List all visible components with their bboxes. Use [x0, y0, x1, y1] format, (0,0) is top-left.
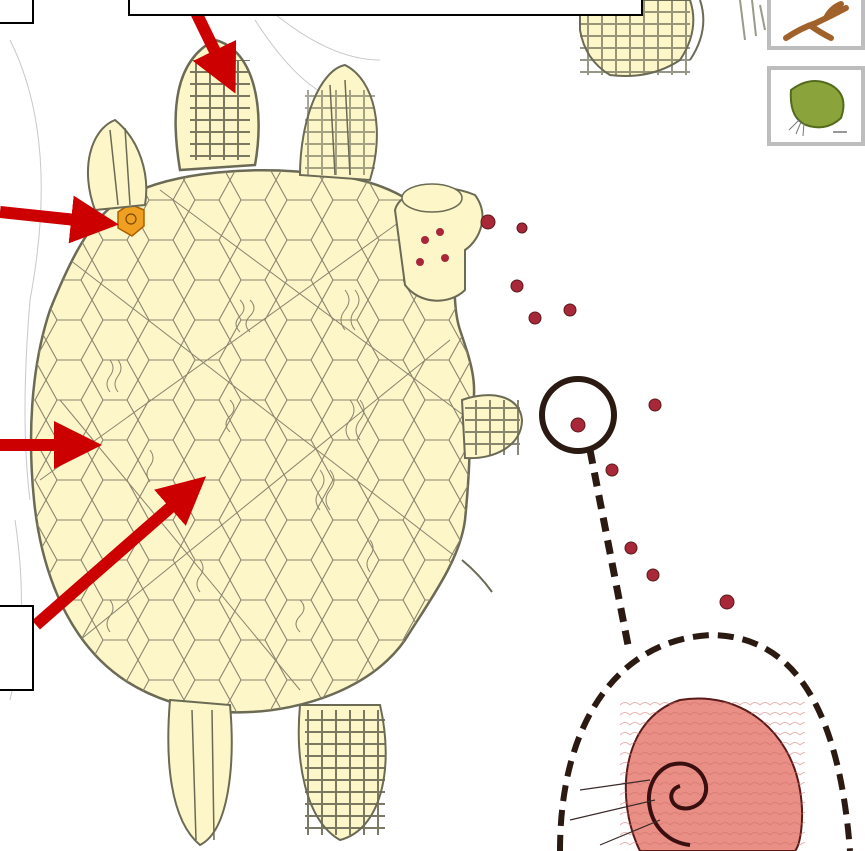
- archegonium-bottom-right: [299, 705, 386, 840]
- lower-left-label-box[interactable]: [0, 605, 34, 691]
- rhizome-thumbnail-image: [771, 0, 861, 46]
- sperm-cell: [511, 280, 523, 292]
- antheridium-right-side: [462, 395, 522, 592]
- sperm-cell: [564, 304, 576, 316]
- sperm-cell: [647, 569, 659, 581]
- sperm-cell: [517, 223, 527, 233]
- sperm-cell: [720, 595, 734, 609]
- sperm-cell: [625, 542, 637, 554]
- sperm-cell: [649, 399, 661, 411]
- sperm-cell: [529, 312, 541, 324]
- zoom-circle: [542, 379, 614, 451]
- top-label-box[interactable]: [128, 0, 643, 16]
- sperm-cell: [606, 464, 618, 476]
- antheridium-top-left: [88, 120, 146, 210]
- gametophyte-thumbnail[interactable]: [767, 66, 865, 146]
- arrow-to-highlighted-cell: [0, 212, 95, 222]
- upper-left-label-box[interactable]: [0, 0, 34, 24]
- antheridium-right-open: [395, 184, 482, 301]
- archegonium-bottom-left: [168, 700, 231, 845]
- enlarged-sperm-spiral: [570, 698, 805, 851]
- sperm-cell: [481, 215, 495, 229]
- sperm-cell: [571, 418, 585, 432]
- gametophyte-thumbnail-image: [771, 70, 861, 142]
- rhizome-thumbnail[interactable]: [767, 0, 865, 50]
- antheridium-top-right: [300, 65, 377, 180]
- dashed-connector: [590, 450, 628, 645]
